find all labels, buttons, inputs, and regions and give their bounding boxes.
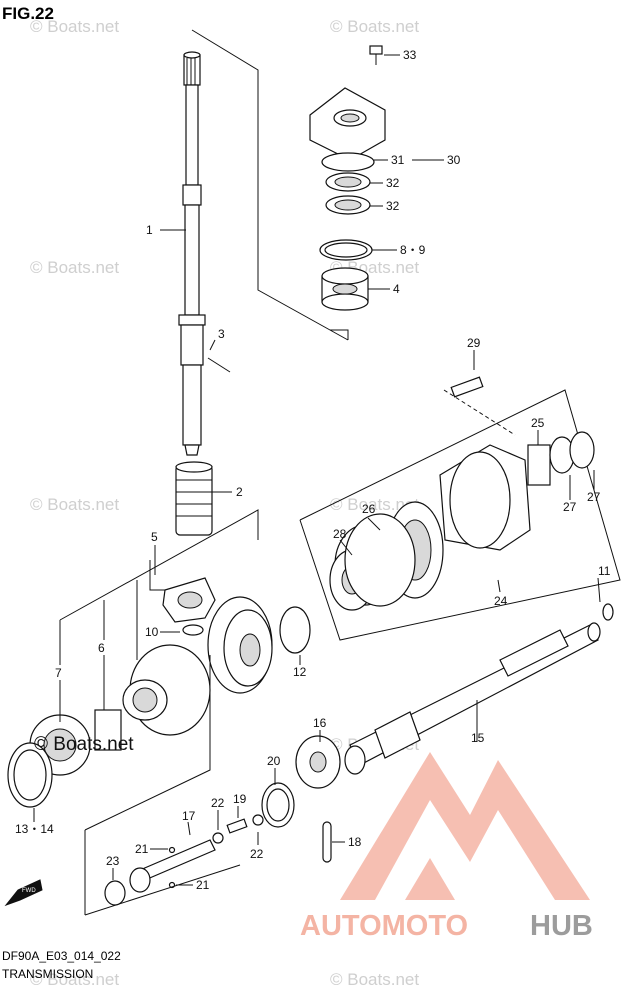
fwd-label: FWD <box>22 888 36 894</box>
callout: 32 <box>386 176 400 190</box>
leader-lines <box>160 54 444 493</box>
bevel-gear <box>207 596 273 694</box>
callout: 28 <box>333 527 347 541</box>
callout: 30 <box>447 153 461 167</box>
watermark: © Boats.net <box>30 17 119 36</box>
callout: 24 <box>494 594 508 608</box>
callout: 33 <box>403 48 417 62</box>
shaft-outline <box>84 864 241 916</box>
pin <box>207 357 231 373</box>
callout: 31 <box>391 153 405 167</box>
callout: 27 <box>563 500 577 514</box>
reverse-gear <box>7 644 211 808</box>
callout: 17 <box>182 809 196 823</box>
callout: 20 <box>267 754 281 768</box>
washer <box>182 624 204 636</box>
watermark: © Boats.net <box>30 970 119 988</box>
callout-layer: 33 31 30 32 32 8・9 4 1 3 2 29 25 27 27 2… <box>15 48 611 892</box>
brand-wordmark: AUTOMOTO HUB <box>300 910 593 942</box>
shaft-outline <box>84 655 211 831</box>
leader-lines <box>33 545 601 822</box>
callout: 13・14 <box>15 822 54 836</box>
watermark: © Boats.net <box>330 17 419 36</box>
watermark: © Boats.net <box>34 734 134 755</box>
watermark: © Boats.net <box>30 258 119 277</box>
callout: 22 <box>250 847 264 861</box>
callout: 22 <box>211 796 225 810</box>
callout: 21 <box>135 842 149 856</box>
driveshaft <box>178 51 206 456</box>
callout: 19 <box>233 792 247 806</box>
gear-housing <box>329 376 595 611</box>
callout: 29 <box>467 336 481 350</box>
callout: 11 <box>598 564 611 578</box>
pin <box>322 821 332 863</box>
callout: 16 <box>313 716 327 730</box>
bushing <box>175 461 213 536</box>
callout: 26 <box>362 502 376 516</box>
propeller-shaft <box>344 603 614 775</box>
assembly-outline <box>191 29 349 341</box>
callout: 15 <box>471 731 485 745</box>
figure-code: DF90A_E03_014_022 <box>2 949 121 963</box>
watermark: © Boats.net <box>30 495 119 514</box>
bearing-housing-group <box>309 45 386 311</box>
callout: 25 <box>531 416 545 430</box>
callout: 18 <box>348 835 362 849</box>
callout: 6 <box>98 641 105 655</box>
callout: 5 <box>151 530 158 544</box>
shim <box>279 606 311 654</box>
clutch-dog <box>261 735 341 828</box>
callout: 2 <box>236 485 243 499</box>
callout: 32 <box>386 199 400 213</box>
callout: 27 <box>587 490 601 504</box>
assembly-outline <box>330 329 349 340</box>
gear-outline <box>149 560 175 591</box>
watermark: © Boats.net <box>330 495 419 514</box>
leader-lines <box>112 700 478 886</box>
figure-title: FIG.22 <box>2 4 54 23</box>
watermark: © Boats.net <box>330 970 419 988</box>
housing-outline <box>299 389 621 641</box>
callout: 7 <box>55 666 62 680</box>
shift-shaft <box>104 814 264 906</box>
leader-lines <box>339 350 595 593</box>
callout: 1 <box>146 223 153 237</box>
fwd-arrow-icon: FWD <box>4 879 43 907</box>
callout: 21 <box>196 878 210 892</box>
housing-outline <box>443 389 516 436</box>
callout: 10 <box>145 625 159 639</box>
callout: 23 <box>106 854 120 868</box>
brand-part1: AUTOMOTO <box>300 910 468 942</box>
pinion-gear <box>162 577 216 623</box>
callout: 3 <box>218 327 225 341</box>
gear-outline <box>59 509 259 621</box>
section-name: TRANSMISSION <box>2 967 93 981</box>
brand-part2: HUB <box>530 910 593 942</box>
automotohub-logo <box>340 752 590 900</box>
callout: 4 <box>393 282 400 296</box>
callout: 12 <box>293 665 307 679</box>
callout: 8・9 <box>400 243 426 257</box>
